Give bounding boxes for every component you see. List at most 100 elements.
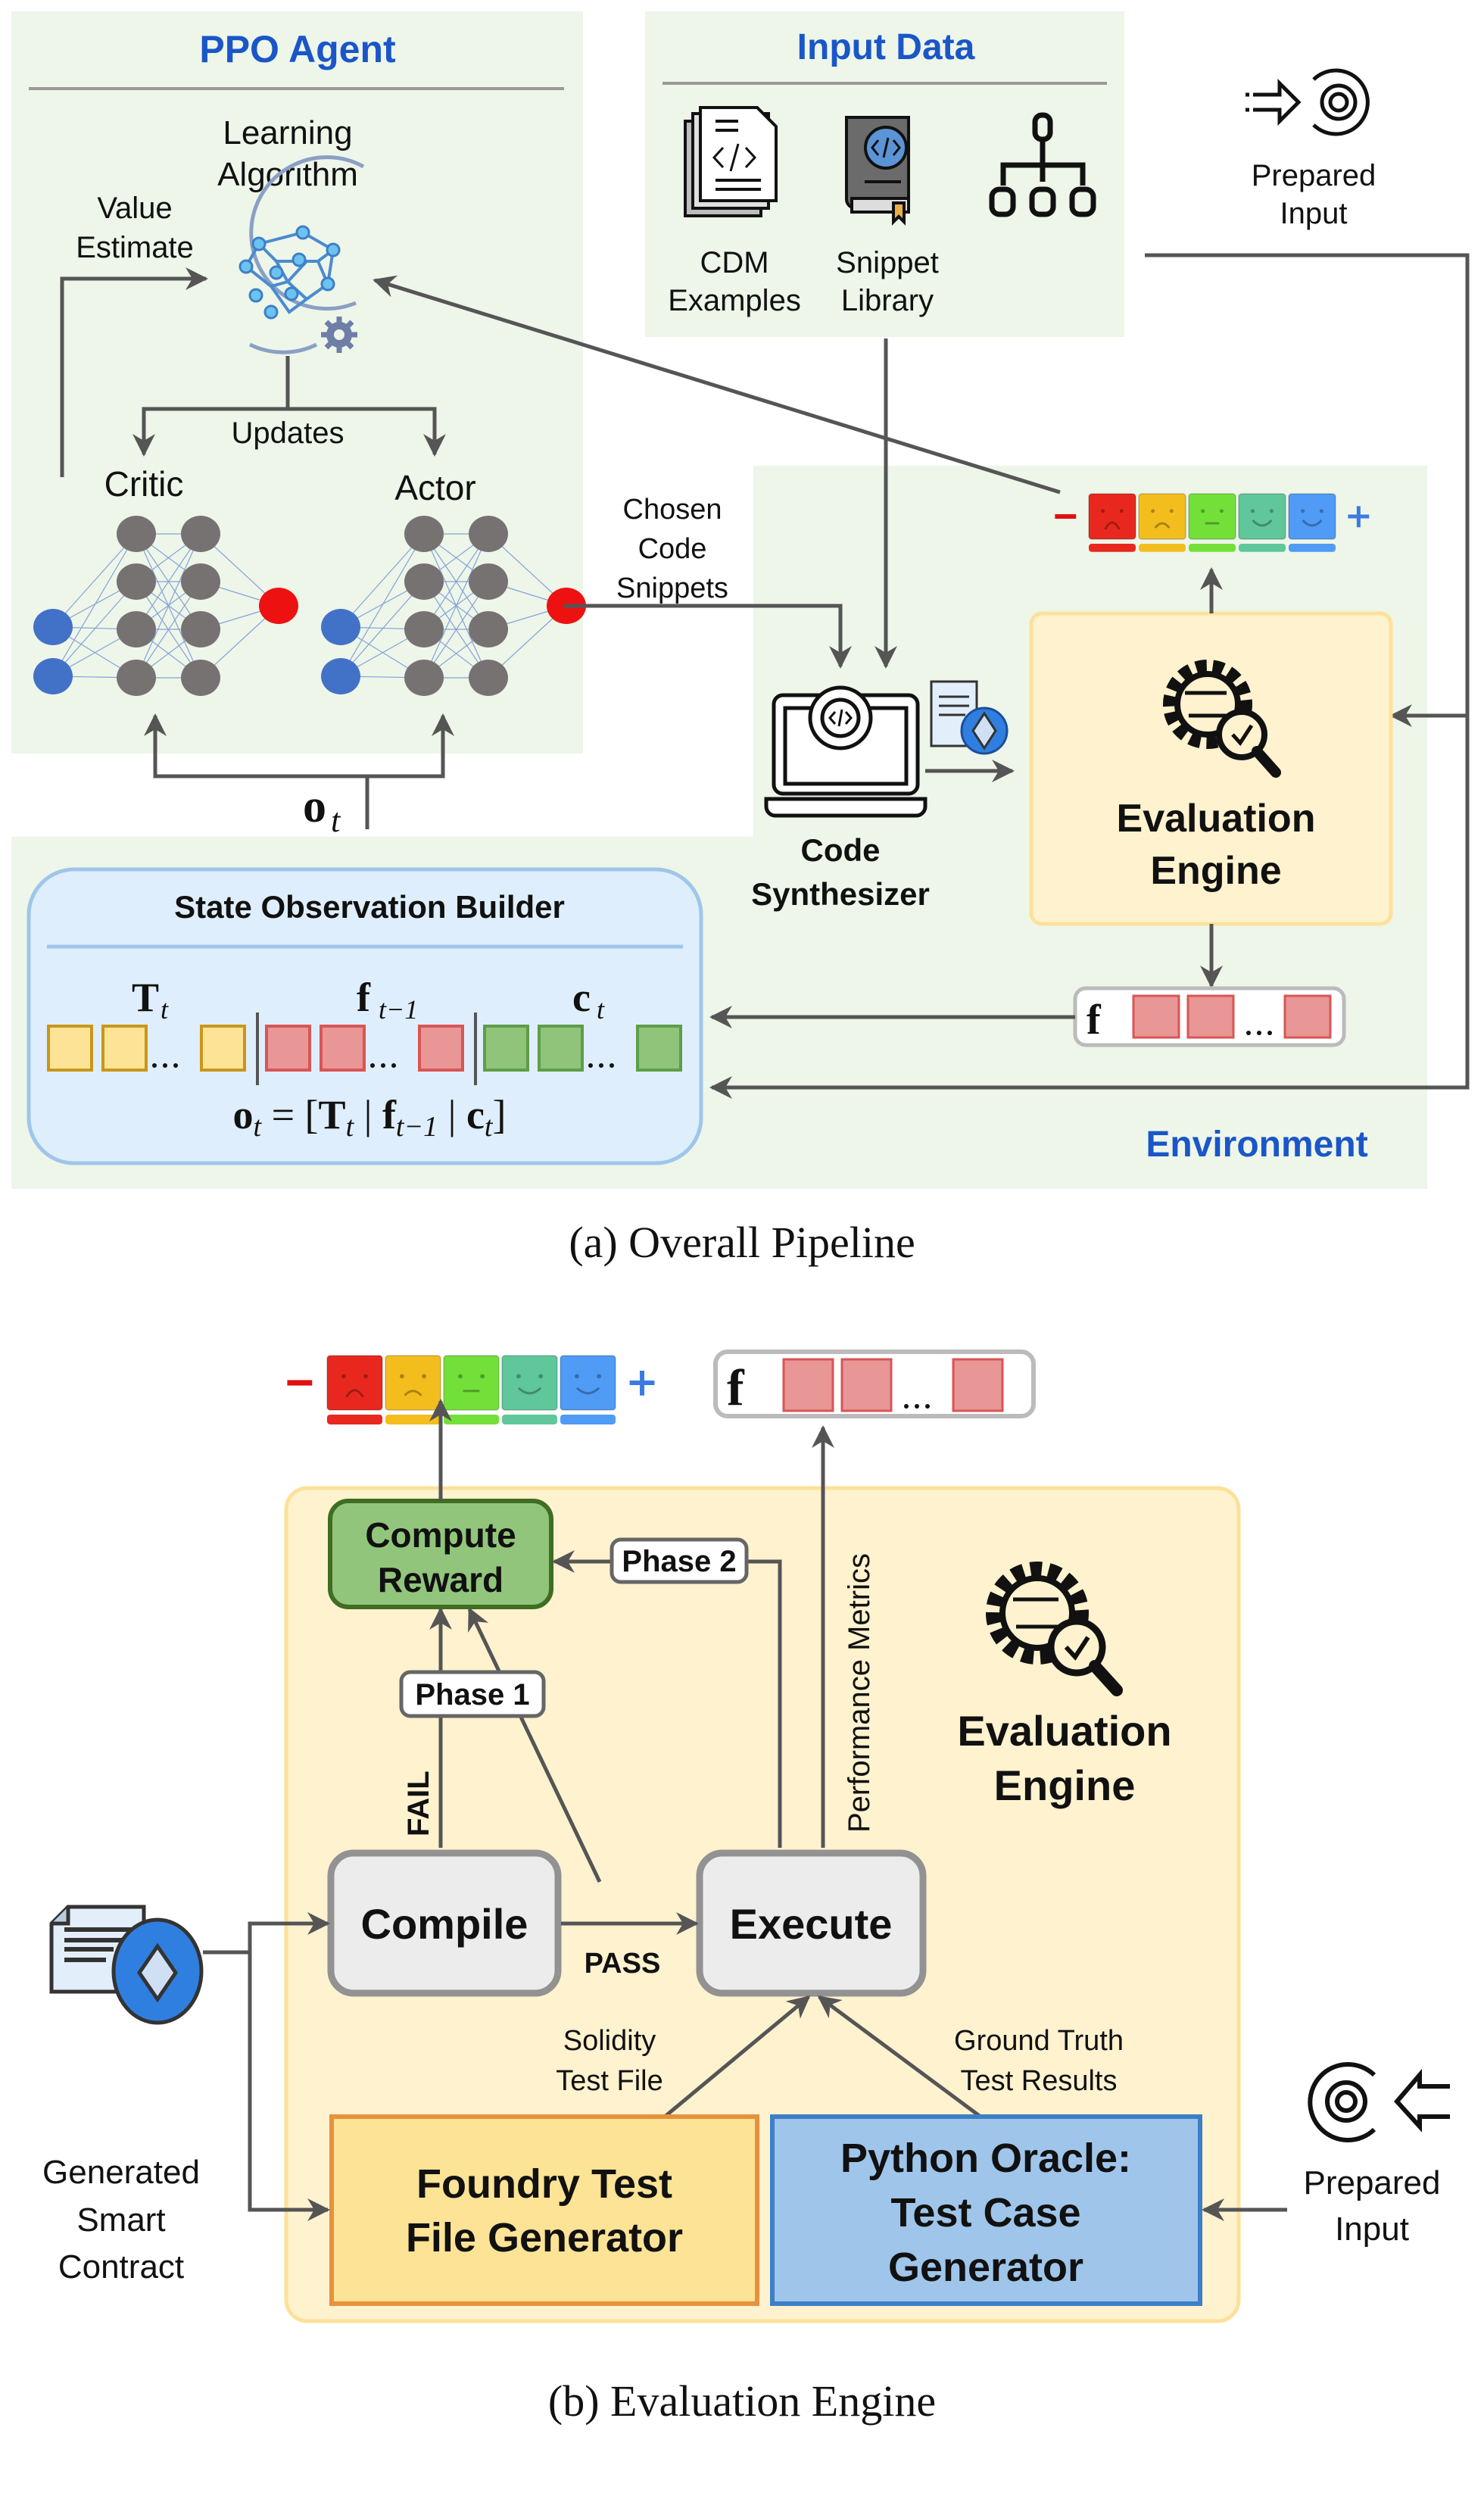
input-neuron — [33, 658, 73, 694]
cdm-examples-label-2: Examples — [668, 284, 801, 317]
compute-reward-label-1: Compute — [365, 1515, 516, 1555]
state-cell — [418, 1025, 464, 1072]
reward-bar — [1139, 544, 1186, 552]
gear-magnifier-icon-b — [986, 1562, 1123, 1696]
hidden-neuron — [117, 660, 156, 696]
ellipsis-dot — [163, 1063, 167, 1068]
prepared-input-label-1: Prepared — [1252, 159, 1376, 192]
ellipsis-dot — [915, 1404, 919, 1409]
ellipsis-dot — [1246, 1031, 1251, 1035]
value-estimate-arrow — [60, 267, 208, 477]
state-group-symbol: T — [132, 975, 159, 1020]
reward-face-happy — [560, 1355, 616, 1411]
phase1-badge — [399, 1670, 546, 1718]
ellipsis-dot — [1267, 1031, 1272, 1035]
reward-face-neutral — [443, 1355, 500, 1411]
snippet-library-label-1: Snippet — [836, 246, 939, 279]
state-group-subscript: t — [597, 994, 605, 1025]
reward-bar — [502, 1415, 557, 1424]
feature-cell — [1132, 994, 1180, 1039]
contract-to-compile-arrow — [203, 1912, 330, 1955]
value-estimate-label-2: Estimate — [76, 231, 194, 264]
hidden-neuron — [181, 563, 220, 600]
reward-face-frown — [1138, 493, 1186, 540]
prepared-input-icon — [1246, 68, 1370, 136]
state-cell — [636, 1025, 682, 1072]
hidden-neuron — [117, 516, 156, 552]
hidden-neuron — [181, 516, 220, 552]
state-cell — [200, 1025, 246, 1072]
feature-vector-cells-b — [782, 1358, 1004, 1412]
reward-bar — [444, 1415, 499, 1424]
feature-cell — [1186, 994, 1235, 1039]
hidden-neuron — [404, 516, 444, 552]
phase2-badge — [610, 1537, 749, 1584]
prepared-input-b-label-2: Input — [1335, 2211, 1409, 2248]
reward-bar — [1189, 544, 1236, 552]
reward-face-frown — [385, 1355, 441, 1411]
ellipsis-dot — [904, 1404, 909, 1409]
state-group-subscript: t−1 — [379, 994, 418, 1025]
state-builder-title: State Observation Builder — [174, 889, 565, 925]
solidity-test-file-label-2: Test File — [556, 2065, 662, 2097]
hidden-neuron — [404, 660, 444, 696]
pass-label: PASS — [585, 1948, 661, 1980]
learning-algorithm-label-1: Learning — [223, 114, 352, 151]
state-group-symbol: c — [572, 975, 591, 1020]
smart-contract-icon — [930, 680, 1009, 755]
phase1-label: Phase 1 — [415, 1678, 529, 1711]
feature-vector-label-b: f — [727, 1359, 745, 1416]
python-oracle-label-3: Generator — [888, 2245, 1083, 2290]
ellipsis-dot — [370, 1063, 375, 1068]
observation-label: o — [303, 781, 326, 832]
caption-a: (a) Overall Pipeline — [569, 1218, 915, 1267]
hierarchy-tree-icon — [989, 112, 1096, 217]
python-oracle-label-2: Test Case — [890, 2190, 1080, 2236]
input-data-title: Input Data — [797, 27, 975, 67]
hidden-neuron — [117, 611, 156, 647]
compile-label: Compile — [361, 1900, 528, 1948]
state-cell — [101, 1025, 148, 1072]
python-oracle-box[interactable] — [770, 2114, 1202, 2306]
code-synthesizer-label-1: Code — [801, 832, 881, 868]
compile-box[interactable] — [327, 1849, 562, 1997]
hidden-neuron — [181, 660, 220, 696]
reward-bar — [1089, 544, 1136, 552]
reward-bar — [385, 1415, 441, 1424]
observation-subscript: t — [331, 802, 341, 839]
truth-to-execute-arrow — [817, 1995, 982, 2119]
critic-label: Critic — [104, 464, 184, 504]
reward-scale — [1055, 493, 1370, 552]
execute-box[interactable] — [696, 1849, 927, 1997]
hidden-neuron — [404, 611, 444, 647]
reward-face-smile — [1238, 493, 1286, 540]
brain-network-icon — [238, 155, 365, 354]
foundry-generator-box[interactable] — [329, 2114, 759, 2306]
reward-scale-b — [287, 1355, 655, 1424]
ellipsis-dot — [391, 1063, 396, 1068]
feature-vector-cells — [1132, 994, 1332, 1039]
environment-title: Environment — [1146, 1125, 1367, 1165]
plus-sign — [1348, 506, 1370, 528]
reward-face-happy — [1288, 493, 1336, 540]
observation-to-actor-arrow — [367, 713, 454, 778]
prepared-input-label-2: Input — [1280, 197, 1348, 230]
state-group-subscript: t — [161, 994, 169, 1025]
ellipsis-dot — [381, 1063, 385, 1068]
state-cell — [265, 1025, 311, 1072]
state-group-symbol: f — [357, 975, 371, 1020]
hidden-neuron — [117, 563, 156, 600]
state-equation: ot = [Tt | ft−1 | ct] — [233, 1092, 507, 1143]
generated-contract-label-1: Generated — [42, 2154, 200, 2191]
updates-arrows — [132, 407, 446, 457]
hidden-neuron — [469, 611, 508, 647]
reward-face-sad — [326, 1355, 383, 1411]
generated-contract-label-3: Contract — [58, 2248, 184, 2286]
feature-cell — [782, 1358, 834, 1412]
code-synthesizer-label-2: Synthesizer — [751, 876, 930, 912]
evaluation-engine-b-label-2: Engine — [994, 1761, 1136, 1809]
ellipsis-dot — [173, 1063, 178, 1068]
state-cell — [483, 1025, 529, 1072]
